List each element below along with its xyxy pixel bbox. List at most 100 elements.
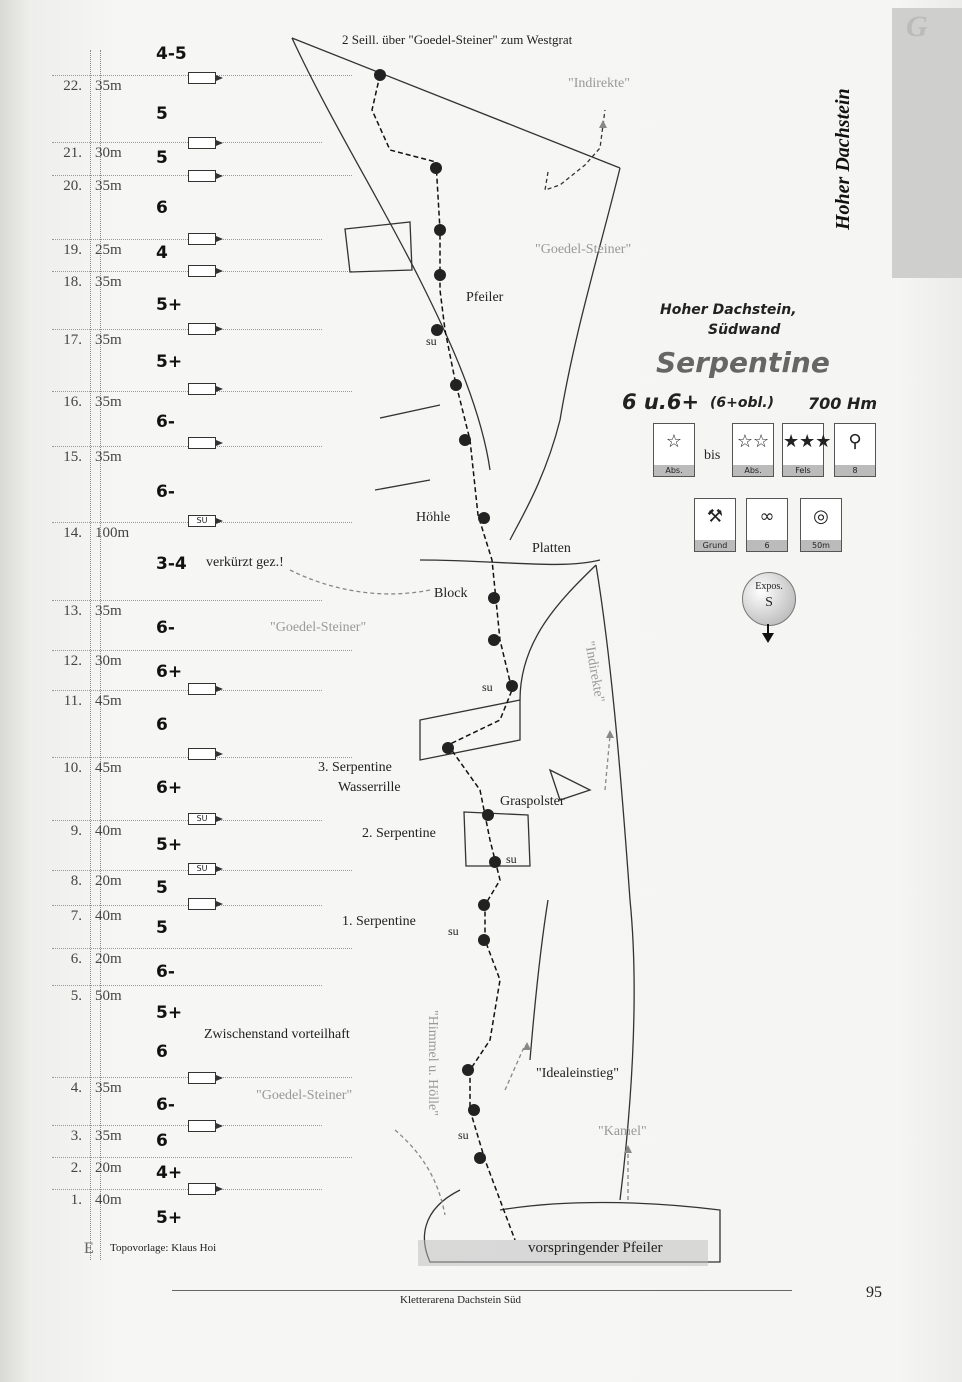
pitch-length: 35m [95, 1128, 122, 1144]
label-vorspringender-pfeiler: vorspringender Pfeiler [528, 1240, 663, 1256]
exposure-value: S [765, 595, 773, 610]
label-pfeiler: Pfeiler [466, 290, 504, 305]
note-pitch-14: verkürzt gez.! [206, 555, 284, 570]
header-note: 2 Seill. über "Goedel-Steiner" zum Westg… [342, 32, 573, 47]
footer-book-title: Kletterarena Dachstein Süd [400, 1294, 521, 1306]
belay-marker-icon [188, 170, 223, 182]
route-face: Südwand [708, 322, 781, 338]
belay-marker-icon [188, 383, 223, 395]
two-star-rating-icon: ☆☆ Abs. [732, 423, 774, 477]
pitch-grade: 6- [156, 962, 175, 982]
hammer-icon: ⚒Grund [694, 498, 736, 552]
pitch-grade: 6- [156, 618, 175, 638]
pitch-divider [52, 239, 322, 240]
pitch-grade: 5 [156, 148, 168, 168]
pitch-length: 20m [95, 1160, 122, 1176]
pitch-length: 45m [95, 760, 122, 776]
icon-caption: 50m [801, 540, 841, 551]
page-number: 95 [866, 1284, 882, 1301]
pitch-number: 5. [70, 988, 82, 1004]
pitch-divider [52, 690, 322, 691]
belay-marker-icon [188, 1183, 223, 1195]
pitch-length: 45m [95, 693, 122, 709]
pitch-grade: 5+ [156, 295, 183, 315]
label-wasserrille: Wasserrille [338, 780, 401, 795]
pitch-grade: 5+ [156, 1208, 183, 1228]
three-star-rock-icon: ★★★ Fels [782, 423, 832, 477]
pitch-divider [52, 948, 352, 949]
pitch-number: 18. [63, 274, 82, 290]
icon-caption: Abs. [733, 465, 773, 476]
pitch-divider [52, 446, 322, 447]
label-goedel-bottom: "Goedel-Steiner" [256, 1088, 353, 1103]
icon-caption: Fels [783, 465, 823, 476]
pitch-grade: 4 [156, 243, 168, 263]
pitch-grade: 5+ [156, 1003, 183, 1023]
belay-marker-icon [188, 137, 223, 149]
pitch-length: 25m [95, 242, 122, 258]
belay-marker-icon: SU [188, 863, 223, 875]
belay-marker-icon [188, 323, 223, 335]
pitch-number: 20. [63, 178, 82, 194]
icon-symbol: ⚲ [848, 431, 862, 452]
belay-marker-icon [188, 437, 223, 449]
pitch-number: 3. [70, 1128, 82, 1144]
pitch-length: 30m [95, 653, 122, 669]
pitch-grade: 3-4 [156, 554, 187, 574]
pitch-grade: 5 [156, 878, 168, 898]
pitch-length: 35m [95, 78, 122, 94]
pitch-number: 13. [63, 603, 82, 619]
pitch-grade: 4+ [156, 1163, 183, 1183]
pitch-length: 40m [95, 823, 122, 839]
pitch-number: 8. [70, 873, 82, 889]
pitch-number: 4. [70, 1080, 82, 1096]
pitch-number: 16. [63, 394, 82, 410]
pitch-length: 100m [95, 525, 130, 541]
icon-symbol: ★★★ [783, 431, 832, 452]
pitch-grade: 5 [156, 918, 168, 938]
pitch-length: 35m [95, 1080, 122, 1096]
pitch-number: 19. [63, 242, 82, 258]
exposure-badge: Expos. S [742, 572, 796, 626]
label-serpentine-2: 2. Serpentine [362, 826, 436, 841]
label-platten: Platten [532, 541, 571, 556]
pitch-number: 14. [63, 525, 82, 541]
pitch-length: 50m [95, 988, 122, 1004]
footer-rule [172, 1290, 792, 1291]
belay-marker-icon: SU [188, 515, 223, 527]
label-graspolster: Graspolster [500, 794, 565, 809]
pitch-length: 35m [95, 274, 122, 290]
route-grade-extra: (6+obl.) [710, 395, 775, 411]
westgrat-ridge [291, 37, 621, 169]
icon-symbol: ⚒ [706, 506, 724, 527]
pitch-number: 11. [63, 693, 82, 709]
label-block: Block [434, 586, 468, 601]
label-serpentine-1: 1. Serpentine [342, 914, 416, 929]
pitch-divider [52, 1189, 322, 1190]
pitch-number: 10. [63, 760, 82, 776]
sling-icon: ∞6 [746, 498, 788, 552]
pitch-grade: 6 [156, 1131, 168, 1151]
pitch-length: 35m [95, 394, 122, 410]
pitch-length: 35m [95, 332, 122, 348]
route-grade: 6 u.6+ [622, 390, 700, 414]
label-himmel-hoelle: "Himmel u. Hölle" [425, 1010, 440, 1116]
pitch-grade: 6 [156, 198, 168, 218]
pitch-length: 20m [95, 873, 122, 889]
icon-symbol: ☆ [665, 431, 683, 452]
pitch-grade: 5+ [156, 835, 183, 855]
chapter-tab [892, 8, 962, 278]
exposure-arrow-shaft [767, 624, 769, 634]
exposure-arrow-icon [762, 633, 774, 643]
rating-bis: bis [704, 448, 721, 463]
chapter-letter: G [906, 10, 928, 43]
pitch-number: 12. [63, 653, 82, 669]
label-su-2: su [482, 680, 493, 694]
icon-caption: Abs. [654, 465, 694, 476]
icon-symbol: ☆☆ [736, 431, 770, 452]
pitch-number: 2. [70, 1160, 82, 1176]
pitch-length: 30m [95, 145, 122, 161]
icon-symbol: ∞ [759, 506, 775, 527]
